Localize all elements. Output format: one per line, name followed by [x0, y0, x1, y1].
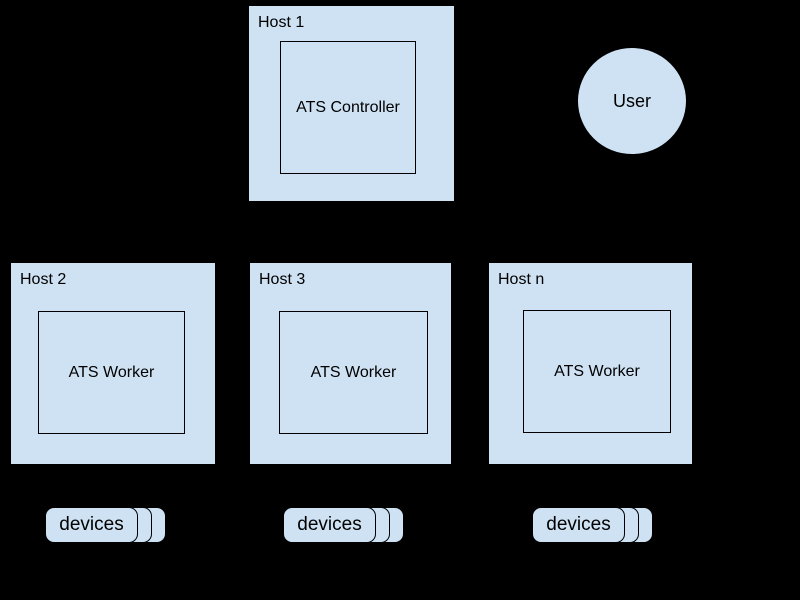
devices-label-2: devices [297, 514, 362, 535]
host-n-box: Host n ATS Worker [488, 262, 693, 465]
ats-worker-label-1: ATS Worker [68, 363, 155, 381]
device-card-front: devices [45, 507, 138, 543]
host-3-box: Host 3 ATS Worker [249, 262, 452, 465]
devices-label-1: devices [59, 514, 124, 535]
devices-stack-2: devices [283, 507, 405, 543]
ats-worker-label-3: ATS Worker [554, 362, 640, 380]
ats-worker-box-2: ATS Worker [279, 311, 428, 434]
device-card-front: devices [283, 507, 376, 543]
devices-stack-3: devices [532, 507, 654, 543]
device-card-front: devices [532, 507, 625, 543]
ats-worker-box-1: ATS Worker [38, 311, 185, 434]
ats-controller-box: ATS Controller [280, 41, 416, 174]
host-1-box: Host 1 ATS Controller [248, 5, 455, 202]
user-label: User [612, 90, 651, 111]
host-2-box: Host 2 ATS Worker [10, 262, 216, 465]
ats-controller-label: ATS Controller [296, 98, 400, 116]
host-2-label: Host 2 [20, 271, 67, 288]
ats-worker-label-2: ATS Worker [310, 363, 397, 381]
devices-stack-1: devices [45, 507, 167, 543]
host-3-label: Host 3 [259, 271, 306, 288]
user-ellipse: User [577, 47, 687, 155]
ats-worker-box-3: ATS Worker [523, 310, 671, 433]
devices-label-3: devices [546, 514, 611, 535]
host-n-label: Host n [498, 271, 545, 288]
host-1-label: Host 1 [258, 14, 305, 31]
